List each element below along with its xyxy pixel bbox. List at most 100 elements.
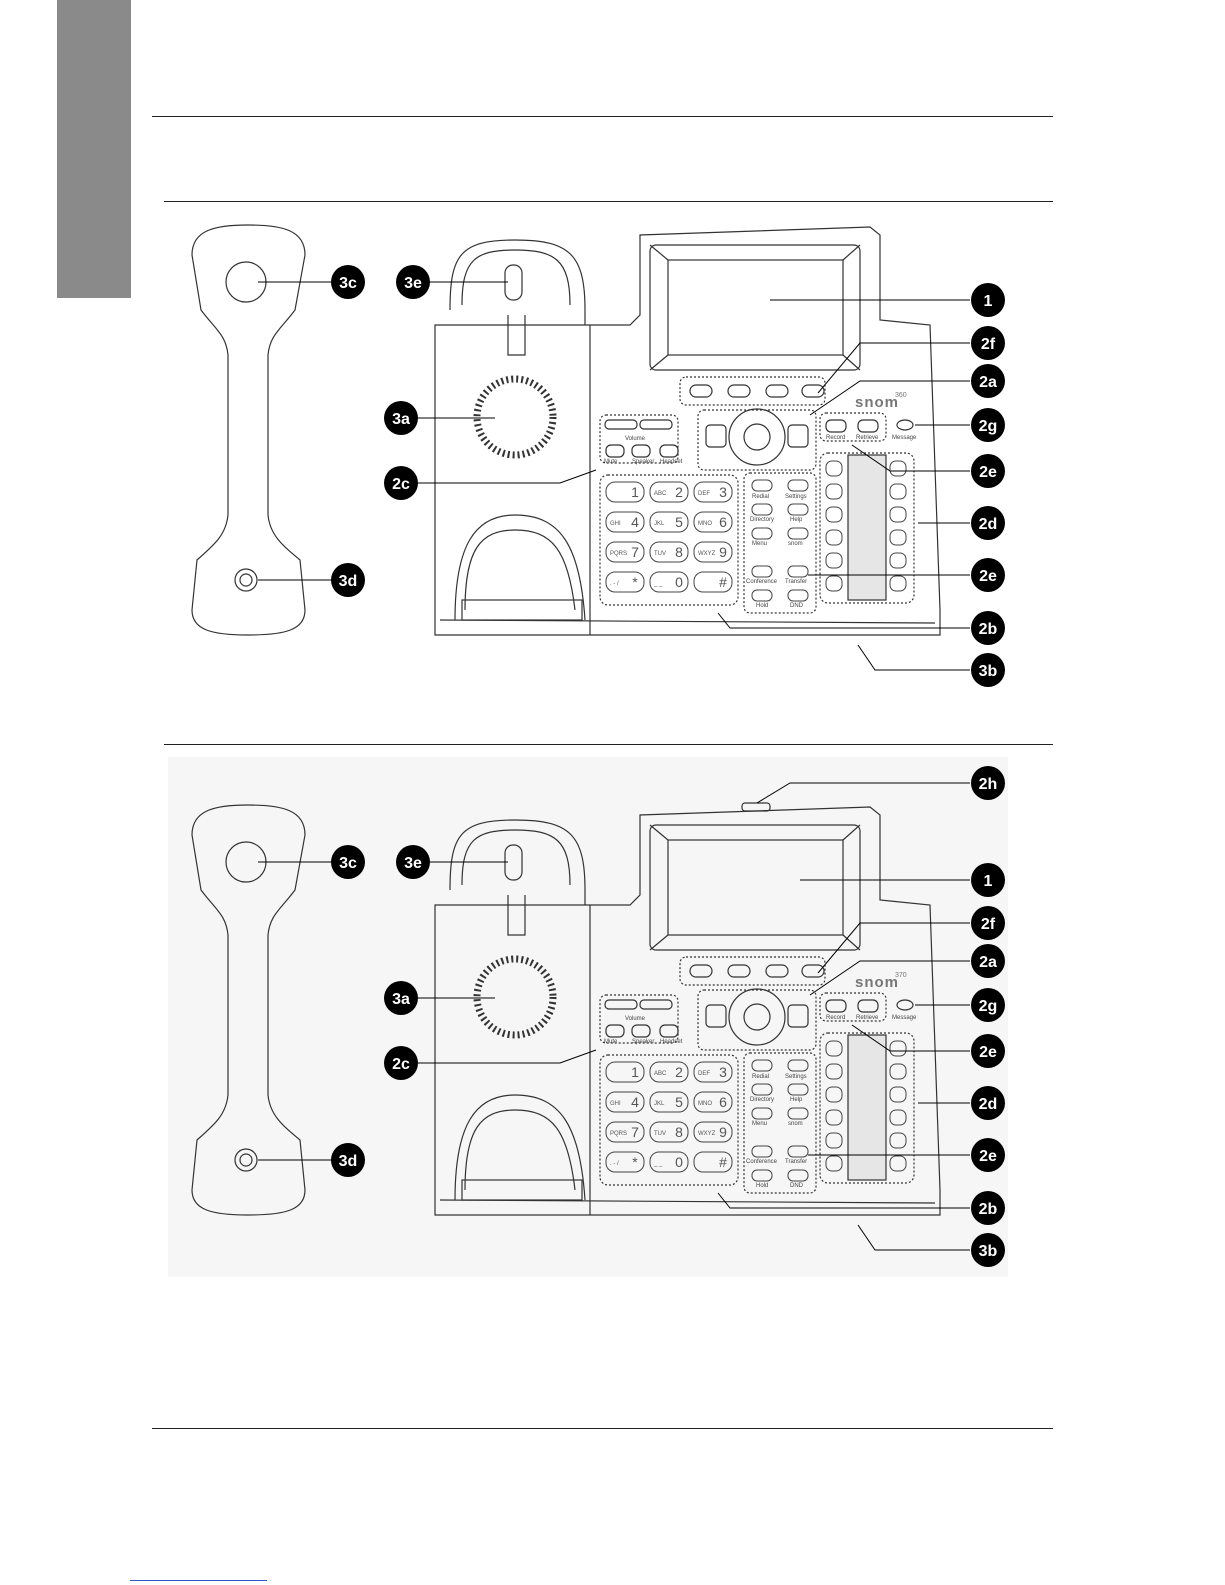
callout-2e: 2e (971, 558, 1005, 592)
keypad-letters: GHI (610, 1101, 621, 1107)
function-key[interactable] (751, 503, 773, 516)
callout-label: 2h (979, 776, 998, 793)
function-key[interactable] (751, 1083, 773, 1096)
line-key[interactable] (825, 1109, 843, 1126)
function-key[interactable] (751, 479, 773, 492)
line-key[interactable] (889, 1132, 907, 1149)
keypad-key[interactable]: * . - / (605, 1151, 645, 1173)
keypad-digit: 9 (719, 1124, 727, 1140)
keypad-digit: 1 (631, 1064, 639, 1080)
callout-label: 2e (979, 568, 997, 585)
function-key[interactable] (787, 1107, 809, 1120)
function-key[interactable] (751, 1107, 773, 1120)
label-headset: Headset (660, 459, 683, 465)
function-key[interactable] (787, 479, 809, 492)
function-key[interactable] (751, 527, 773, 540)
keypad-key[interactable]: 1 (605, 1061, 645, 1083)
line-key[interactable] (825, 1063, 843, 1080)
line-key[interactable] (825, 506, 843, 523)
function-key[interactable] (751, 589, 773, 602)
function-key[interactable] (787, 527, 809, 540)
callout-label: 2b (979, 1201, 998, 1218)
line-key[interactable] (825, 460, 843, 477)
line-key[interactable] (889, 1109, 907, 1126)
line-key[interactable] (889, 552, 907, 569)
callout-1: 1 (971, 863, 1005, 897)
keypad-key[interactable]: # (693, 571, 733, 593)
function-key[interactable] (787, 589, 809, 602)
callout-label: 2e (979, 464, 997, 481)
line-key[interactable] (889, 1063, 907, 1080)
line-key[interactable] (889, 483, 907, 500)
line-key[interactable] (889, 1155, 907, 1172)
label-dnd: DND (790, 1183, 804, 1189)
model-number: 370 (895, 972, 907, 979)
keypad-digit: * (632, 574, 638, 590)
keypad-letters: TUV (654, 1131, 666, 1137)
line-key[interactable] (825, 1132, 843, 1149)
function-key[interactable] (751, 565, 773, 578)
keypad-letters: ABC (654, 491, 667, 497)
function-key[interactable] (787, 1059, 809, 1072)
line-key[interactable] (889, 506, 907, 523)
line-key[interactable] (889, 1040, 907, 1057)
keypad-key[interactable]: # (693, 1151, 733, 1173)
label-menu: Menu (752, 1121, 767, 1127)
line-key[interactable] (825, 552, 843, 569)
line-key[interactable] (825, 483, 843, 500)
phone-base (434, 226, 941, 636)
keypad-key[interactable]: 0_ _ (649, 571, 689, 593)
line-key[interactable] (825, 1155, 843, 1172)
line-key[interactable] (825, 1040, 843, 1057)
function-key[interactable] (787, 1145, 809, 1158)
keypad-key[interactable]: *. - / (605, 571, 645, 593)
line-key[interactable] (825, 529, 843, 546)
function-key[interactable] (787, 1083, 809, 1096)
keypad-key[interactable]: 0_ _ (649, 1151, 689, 1173)
function-key[interactable] (787, 565, 809, 578)
callout-3d: 3d (331, 1143, 365, 1177)
function-key[interactable] (787, 1169, 809, 1182)
callout-3c: 3c (331, 265, 365, 299)
function-key[interactable] (751, 1145, 773, 1158)
line-key[interactable] (889, 575, 907, 592)
line-key[interactable] (889, 460, 907, 477)
label-headset: Headset (660, 1039, 683, 1045)
line-key[interactable] (825, 575, 843, 592)
line-key[interactable] (889, 1086, 907, 1103)
function-key[interactable] (751, 1169, 773, 1182)
keypad-letters: . - / (610, 1161, 619, 1167)
line-key[interactable] (889, 529, 907, 546)
keypad-digit: * (632, 1154, 638, 1170)
line-key[interactable] (825, 1086, 843, 1103)
footer-link[interactable] (130, 1580, 267, 1581)
keypad-letters: WXYZ (698, 551, 716, 557)
display (649, 244, 861, 371)
callout-2c: 2c (384, 466, 418, 500)
function-key[interactable] (787, 503, 809, 516)
keypad-key[interactable]: 1 (605, 481, 645, 503)
label-mute: Mute (604, 459, 618, 465)
function-key[interactable] (751, 1059, 773, 1072)
callout-3e: 3e (396, 265, 430, 299)
keypad-digit: 0 (675, 1154, 683, 1170)
keypad-area (599, 474, 739, 606)
keypad-digit: 4 (631, 514, 639, 530)
